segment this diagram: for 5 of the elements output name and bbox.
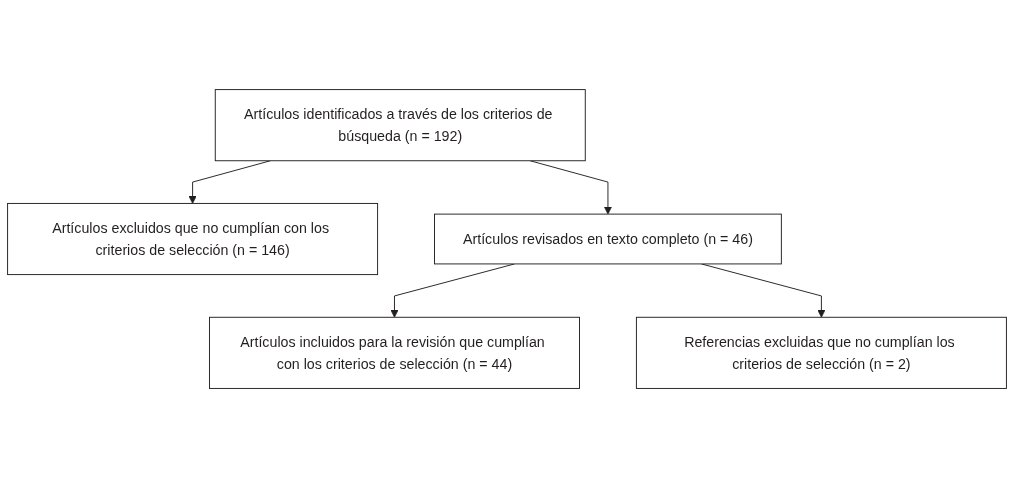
node-box: Referencias excluidas que no cumplían los criterios de selección (n = 2) (635, 316, 1007, 389)
node-box: Artículos identificados a través de los criterios de búsqueda (n = 192) (214, 89, 586, 162)
node-box: Artículos incluidos para la revisión que cumplían con los criterios de selección (n = 44) (209, 316, 580, 389)
node-box: Artículos excluidos que no cumplían con los criterios de selección (n = 146) (7, 202, 379, 276)
node-box: Artículos revisados en texto completo (n = 46) (434, 213, 782, 265)
